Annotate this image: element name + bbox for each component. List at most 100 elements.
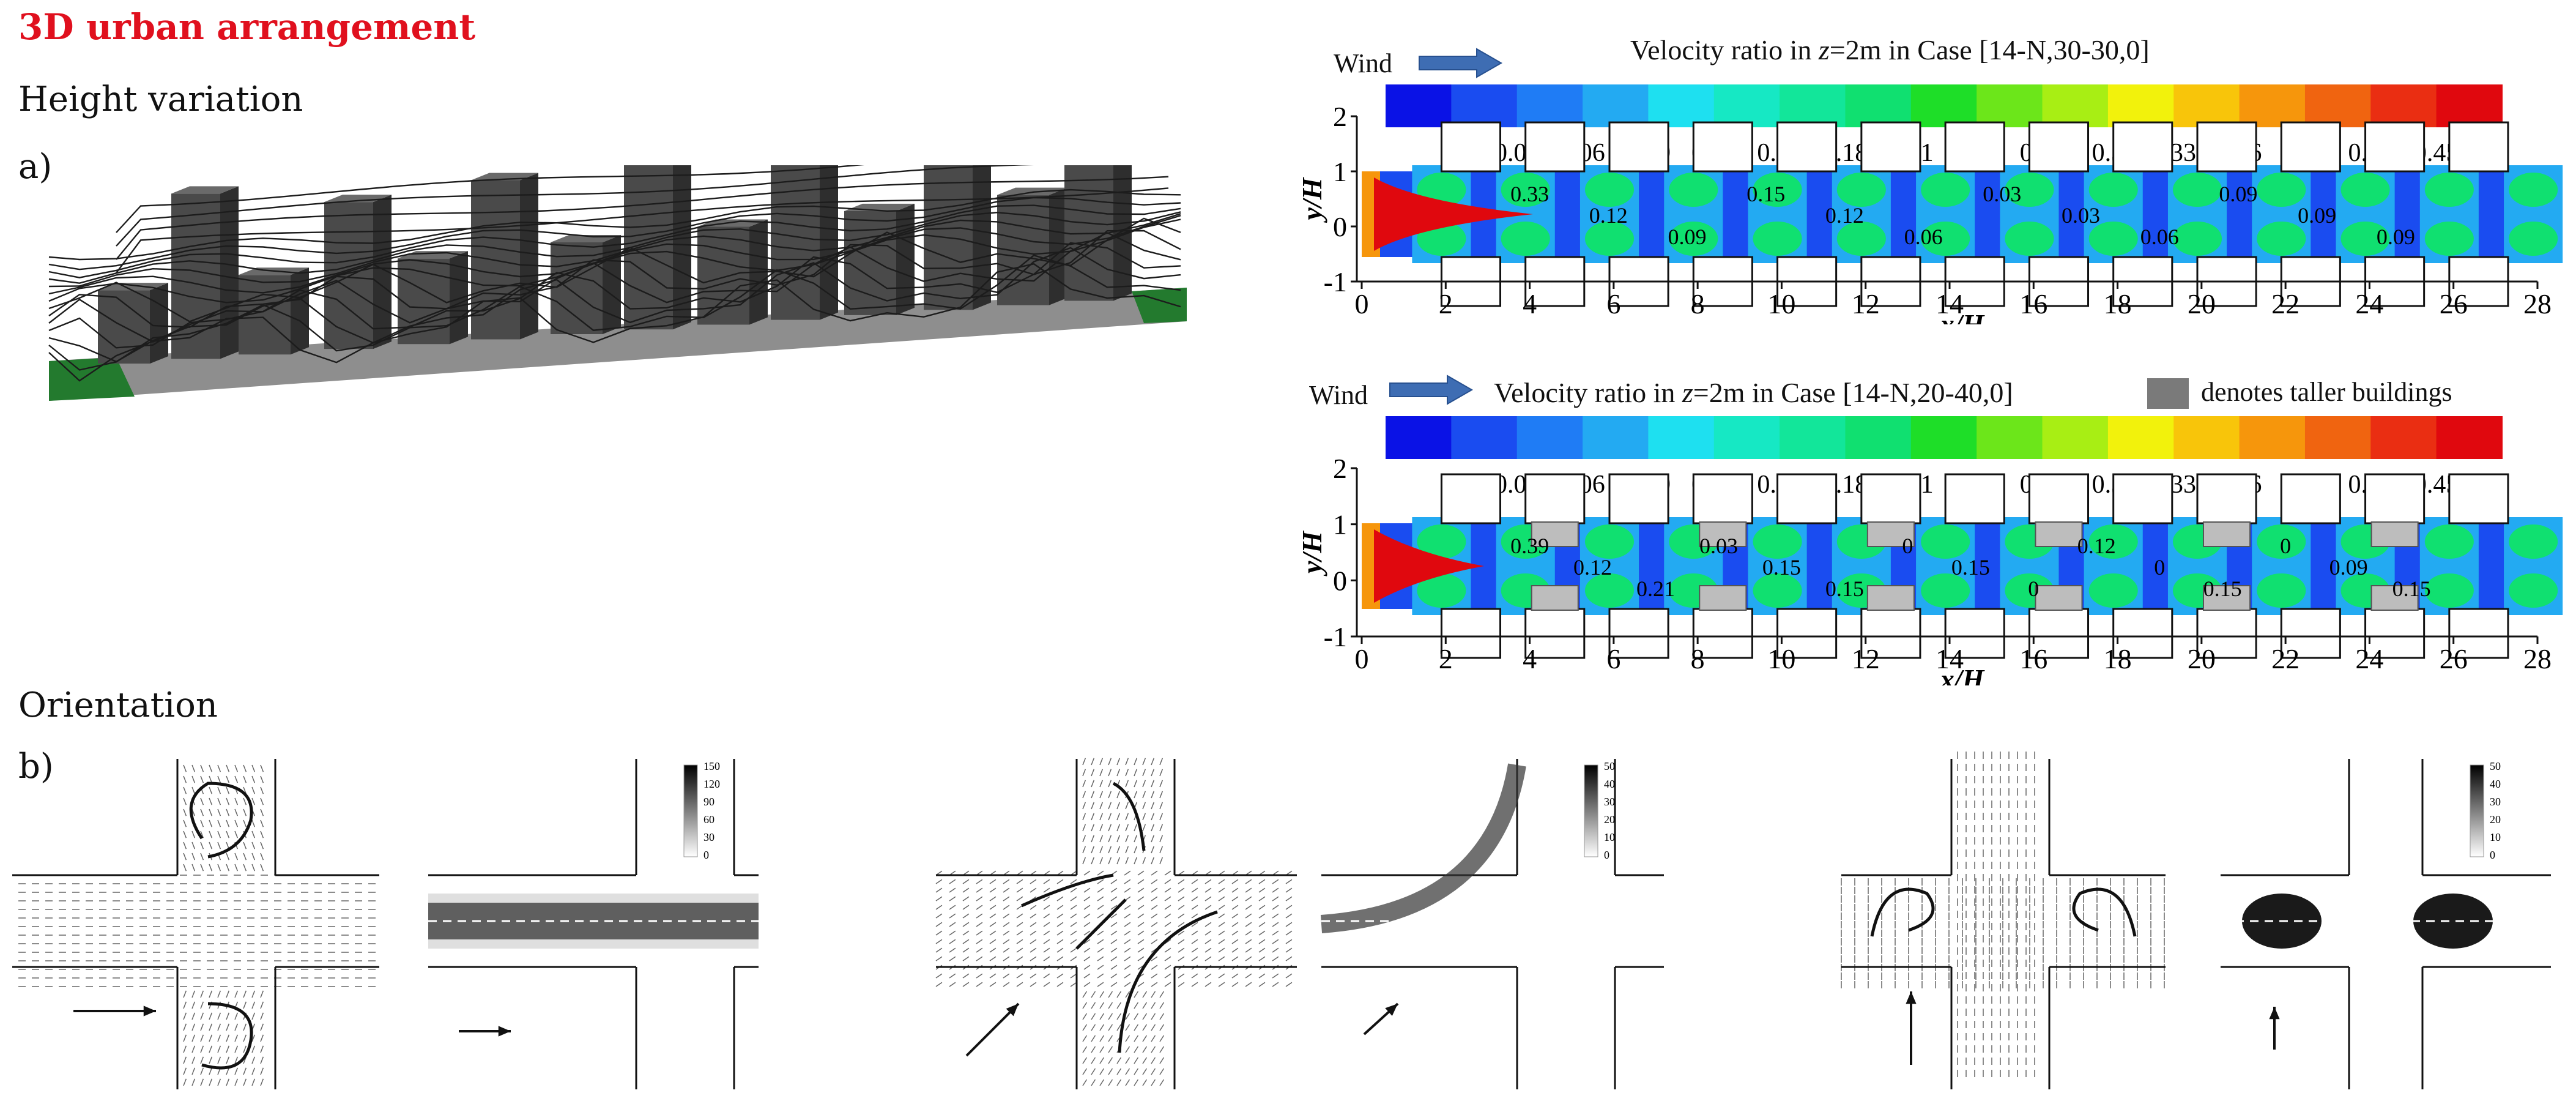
- building-block: [1692, 608, 1753, 659]
- contour-patch: [1584, 173, 1635, 207]
- colorbar-segment: [1977, 416, 2043, 459]
- building-block: [2448, 121, 2509, 173]
- cb-label: 30: [1604, 796, 1615, 808]
- building-block: [2112, 608, 2173, 659]
- contour-patch: [2088, 524, 2138, 559]
- contour-label: 0.09: [1668, 225, 1706, 249]
- building-block: [2448, 608, 2509, 659]
- contour-label: 0.12: [2077, 534, 2116, 558]
- wind-arrow-1: [1419, 48, 1503, 78]
- streamline-upper: [116, 165, 865, 233]
- streamline: [48, 254, 1181, 371]
- building-roof: [171, 186, 239, 194]
- vector-field: [935, 870, 1293, 987]
- contour-patch: [2509, 524, 2558, 559]
- vector-field: [1082, 991, 1165, 1086]
- colorbar-segment: [2370, 416, 2437, 459]
- y-axis-label: y/H: [1303, 531, 1327, 577]
- contour-patch: [2509, 573, 2558, 608]
- contour-label: 0.09: [2377, 225, 2415, 249]
- building-block: [1692, 473, 1753, 524]
- y-tick-label: -1: [1324, 266, 1347, 297]
- building-block: [1524, 473, 1586, 524]
- colorbar-segment: [2304, 416, 2372, 459]
- building-block: [2280, 473, 2341, 524]
- y-tick-label: 2: [1333, 101, 1347, 132]
- x-tick-label: 12: [1852, 643, 1880, 674]
- contour-patch: [2257, 222, 2306, 256]
- building-block: [1440, 473, 1502, 524]
- contour-label: 0.09: [2219, 182, 2257, 206]
- contour-patch: [1669, 222, 1718, 256]
- x-tick-label: 16: [2019, 643, 2047, 674]
- x-axis-label: x/H: [1940, 308, 1985, 324]
- building: [697, 226, 749, 325]
- contour-patch: [2257, 524, 2306, 559]
- building-block: [2364, 473, 2426, 524]
- cb-label: 20: [2490, 813, 2501, 826]
- building-block: [2364, 121, 2426, 173]
- x-tick-label: 24: [2355, 643, 2383, 674]
- colorbar-segment: [2042, 84, 2109, 127]
- contour-patch: [1921, 222, 1970, 256]
- x-tick-label: 0: [1355, 643, 1369, 674]
- cross-3b: [2221, 759, 2551, 1089]
- y-tick-label: 1: [1333, 509, 1347, 540]
- cb-label: 50: [2490, 760, 2501, 772]
- tall-building: [1531, 521, 1579, 547]
- colorbar-segment: [1910, 416, 1978, 459]
- colorbar-segment: [2042, 416, 2109, 459]
- colorbar-segment: [2304, 84, 2372, 127]
- x-tick-label: 8: [1691, 288, 1705, 319]
- building-roof: [997, 187, 1067, 195]
- wind-label-1: Wind: [1334, 48, 1392, 78]
- contour-patch: [1836, 173, 1886, 207]
- colorbar-segment: [1583, 416, 1649, 459]
- colorbar-segment: [2107, 84, 2175, 127]
- tall-building: [1531, 585, 1579, 611]
- x-tick-label: 20: [2188, 288, 2216, 319]
- vector-field: [183, 990, 264, 1086]
- y-tick-label: 2: [1333, 453, 1347, 484]
- contour-patch: [2257, 173, 2306, 207]
- cb-label: 0: [2490, 849, 2495, 861]
- contour-label: 0.06: [2140, 225, 2179, 249]
- contour-patch: [2340, 222, 2390, 256]
- cb-label: 10: [2490, 831, 2501, 843]
- x-axis-label: x/H: [1940, 663, 1985, 685]
- colorbar-segment: [1386, 416, 1452, 459]
- cb-label: 150: [703, 760, 720, 772]
- x-tick-label: 0: [1355, 288, 1369, 319]
- contour-label: 0: [1902, 534, 1913, 558]
- streamline: [48, 213, 1181, 288]
- cb-label: 40: [2490, 778, 2501, 790]
- building-block: [1776, 121, 1838, 173]
- streamline-upper: [116, 165, 1034, 247]
- streamline-upper: [116, 176, 1169, 260]
- contour-label: 0.21: [1636, 577, 1675, 601]
- contour-label: 0.03: [2062, 203, 2100, 228]
- contour-label: 0.03: [1699, 534, 1738, 558]
- x-tick-label: 24: [2355, 288, 2383, 319]
- building-block: [1692, 121, 1753, 173]
- x-tick-label: 14: [1936, 643, 1964, 674]
- colorbar-segment: [1451, 416, 1518, 459]
- contour-patch: [1753, 173, 1802, 207]
- contour-label: 0.12: [1589, 203, 1628, 228]
- contour-patch: [1584, 524, 1635, 559]
- building-block: [1608, 473, 1669, 524]
- building-block: [1524, 121, 1586, 173]
- contour-patch: [1921, 524, 1970, 559]
- building-block: [1440, 121, 1502, 173]
- x-tick-label: 6: [1606, 643, 1620, 674]
- contour-label: 0.15: [1762, 555, 1801, 580]
- streamline: [48, 218, 1181, 304]
- contour-label: 0: [2028, 577, 2039, 601]
- x-tick-label: 26: [2440, 643, 2468, 674]
- building-block: [2448, 473, 2509, 524]
- cb-label: 10: [1604, 831, 1615, 843]
- tall-building: [2370, 585, 2419, 611]
- wind-arrow-2: [1389, 375, 1474, 405]
- contour-label: 0.12: [1573, 555, 1612, 580]
